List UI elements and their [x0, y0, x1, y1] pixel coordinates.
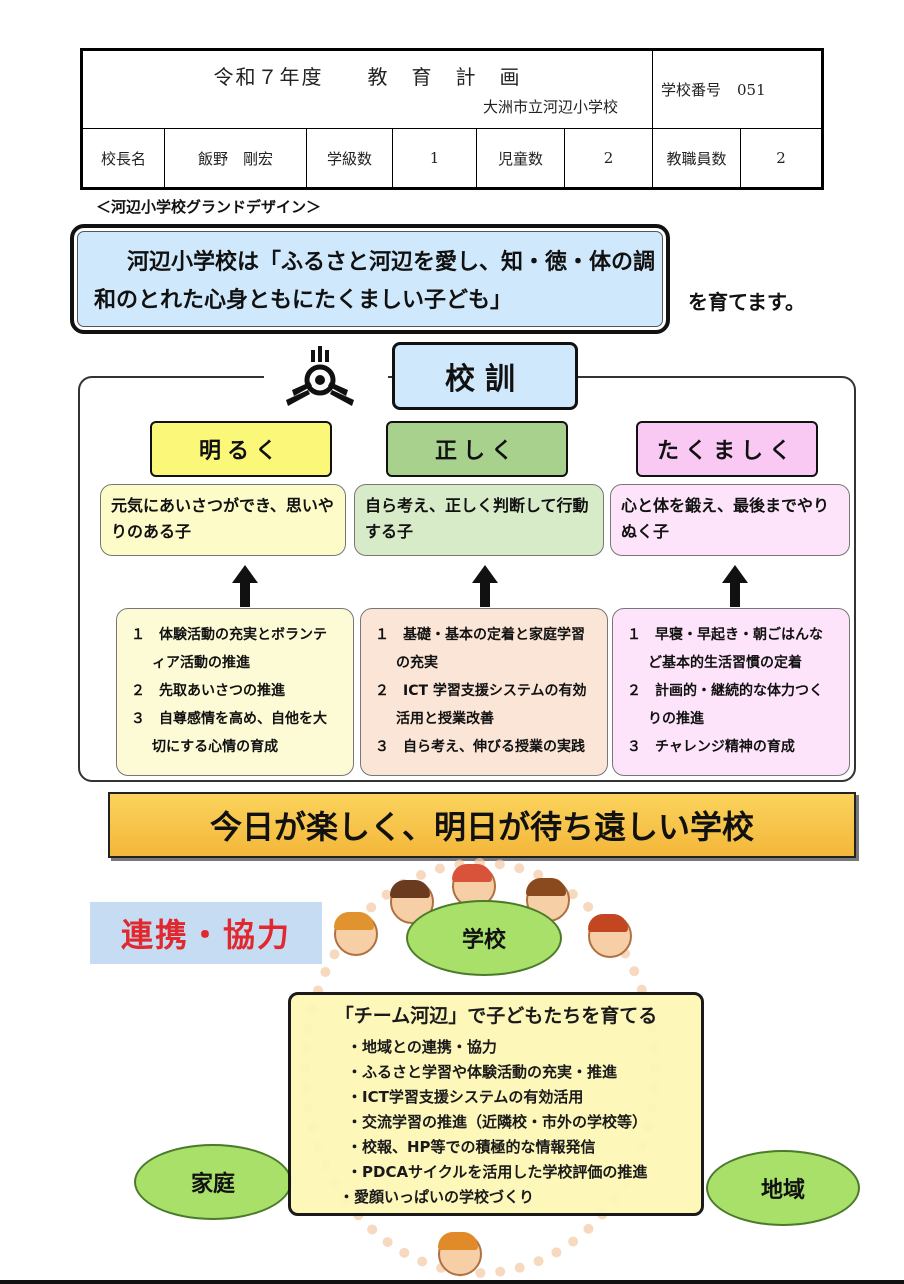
school-number: 051 — [737, 80, 766, 99]
list-item: ・校報、HP等での積極的な情報発信 — [347, 1138, 596, 1156]
principal-label: 校長名 — [83, 129, 165, 187]
students-label: 児童数 — [477, 129, 565, 187]
home-oval: 家庭 — [134, 1144, 292, 1220]
arrow-up-icon — [722, 565, 748, 607]
principal-name: 飯野 剛宏 — [165, 129, 307, 187]
community-oval: 地域 — [706, 1150, 860, 1226]
school-number-label: 学校番号 — [661, 81, 722, 99]
plan-item: ２ ICT 学習支援システムの有効活用と授業改善 — [375, 683, 587, 727]
list-item: ・愛顔いっぱいの学校づくり — [339, 1188, 535, 1206]
bottom-rule — [0, 1280, 904, 1284]
classes-value: 1 — [393, 129, 477, 187]
school-emblem-icon — [286, 346, 354, 406]
school-name: 大洲市立河辺小学校 — [482, 98, 618, 116]
child-illustration — [390, 880, 434, 924]
team-list: ・地域との連携・協力 ・ふるさと学習や体験活動の充実・推進 ・ICT学習支援シス… — [339, 1035, 648, 1210]
plan-akaruku: １ 体験活動の充実とボランティア活動の推進 ２ 先取あいさつの推進 ３ 自尊感情… — [116, 608, 354, 776]
plan-item: １ 体験活動の充実とボランティア活動の推進 — [131, 627, 327, 671]
school-number-cell: 学校番号 051 — [653, 51, 821, 129]
plan-item: ２ 計画的・継続的な体力つくりの推進 — [627, 683, 823, 727]
child-illustration — [438, 1232, 482, 1276]
staff-label: 教職員数 — [653, 129, 741, 187]
plan-item: ３ 自ら考え、伸びる授業の実践 — [375, 739, 585, 755]
list-item: ・地域との連携・協力 — [347, 1038, 497, 1056]
plan-takumashiku: １ 早寝・早起き・朝ごはんなど基本的生活習慣の定着 ２ 計画的・継続的な体力つく… — [612, 608, 850, 776]
motto-title: 校訓 — [392, 342, 578, 410]
classes-label: 学級数 — [307, 129, 393, 187]
virtue-tadashiku: 正しく — [386, 421, 568, 477]
arrow-up-icon — [232, 565, 258, 607]
students-value: 2 — [565, 129, 653, 187]
child-illustration — [334, 912, 378, 956]
list-item: ・ふるさと学習や体験活動の充実・推進 — [347, 1063, 618, 1081]
plan-item: ３ 自尊感情を高め、自他を大切にする心情の育成 — [131, 711, 327, 755]
plan-title-cell: 令和７年度 教 育 計 画 大洲市立河辺小学校 — [83, 51, 653, 129]
child-illustration — [588, 914, 632, 958]
virtue-akaruku: 明るく — [150, 421, 332, 477]
vision-text: 河辺小学校は「ふるさと河辺を愛し、知・徳・体の調和のとれた心身ともにたくましい子… — [94, 250, 656, 313]
header-table: 令和７年度 教 育 計 画 大洲市立河辺小学校 学校番号 051 校長名 飯野 … — [80, 48, 824, 190]
description-tadashiku: 自ら考え、正しく判断して行動する子 — [354, 484, 604, 556]
plan-title: 令和７年度 教 育 計 画 — [213, 65, 522, 89]
virtue-takumashiku: たくましく — [636, 421, 818, 477]
plan-tadashiku: １ 基礎・基本の定着と家庭学習の充実 ２ ICT 学習支援システムの有効活用と授… — [360, 608, 608, 776]
list-item: ・PDCAサイクルを活用した学校評価の推進 — [347, 1163, 648, 1181]
plan-item: １ 基礎・基本の定着と家庭学習の充実 — [375, 627, 585, 671]
list-item: ・交流学習の推進（近隣校・市外の学校等） — [347, 1113, 648, 1131]
vision-box: 河辺小学校は「ふるさと河辺を愛し、知・徳・体の調和のとれた心身ともにたくましい子… — [70, 224, 670, 334]
vision-suffix: を育てます。 — [688, 290, 805, 314]
staff-value: 2 — [776, 149, 786, 167]
school-slogan: 今日が楽しく、明日が待ち遠しい学校 — [108, 792, 856, 858]
cooperation-title: 連携・協力 — [90, 902, 322, 964]
grand-design-caption: ＜河辺小学校グランドデザイン＞ — [96, 198, 322, 216]
description-takumashiku: 心と体を鍛え、最後までやりぬく子 — [610, 484, 850, 556]
plan-item: ３ チャレンジ精神の育成 — [627, 739, 795, 755]
team-kawabe-box: 「チーム河辺」で子どもたちを育てる ・地域との連携・協力 ・ふるさと学習や体験活… — [288, 992, 704, 1216]
arrow-up-icon — [472, 565, 498, 607]
list-item: ・ICT学習支援システムの有効活用 — [347, 1088, 584, 1106]
plan-item: １ 早寝・早起き・朝ごはんなど基本的生活習慣の定着 — [627, 627, 823, 671]
team-heading: 「チーム河辺」で子どもたちを育てる — [334, 1005, 658, 1027]
frame-gap — [264, 366, 388, 386]
plan-item: ２ 先取あいさつの推進 — [131, 683, 285, 699]
description-akaruku: 元気にあいさつができ、思いやりのある子 — [100, 484, 346, 556]
school-oval: 学校 — [406, 900, 562, 976]
